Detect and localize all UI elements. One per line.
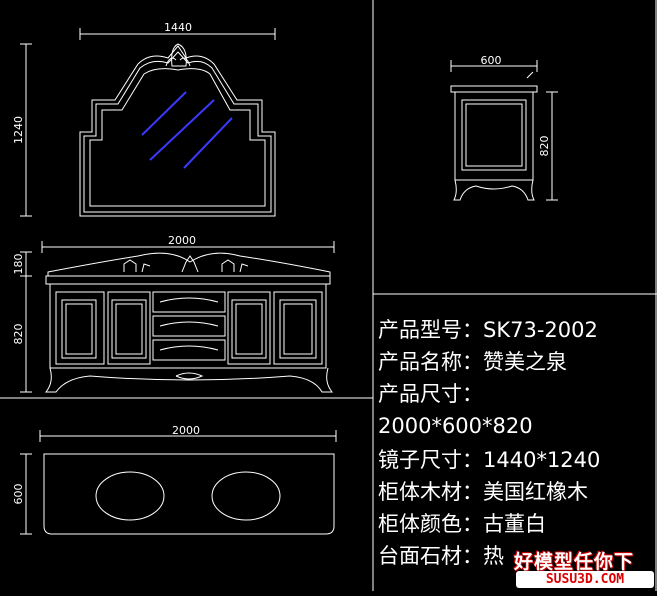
cabinet-width-label: 2000 — [168, 234, 196, 247]
watermark-logo: 好模型任你下 SUSU3D.COM — [508, 547, 657, 591]
cabinet-dim-lines — [20, 241, 335, 393]
mirror-elevation — [79, 43, 276, 217]
mirror-height-label: 1240 — [12, 116, 25, 144]
backsplash-height-label: 180 — [12, 254, 25, 275]
cabinet-height-label: 820 — [12, 324, 25, 345]
spec-size-value: 2000*600*820 — [378, 414, 533, 438]
spec-name: 产品名称：赞美之泉 — [378, 350, 567, 374]
mirror-dim-lines — [20, 28, 276, 217]
spec-cabinet-wood: 柜体木材：美国红橡木 — [378, 480, 588, 504]
watermark-line1: 好模型任你下 — [514, 551, 635, 573]
spec-countertop-stone: 台面石材：热 — [378, 544, 504, 568]
spec-model: 产品型号：SK73-2002 — [378, 318, 598, 342]
side-height-label: 820 — [538, 136, 551, 157]
cabinet-elevation — [44, 252, 334, 393]
side-depth-label: 600 — [481, 54, 502, 67]
top-width-label: 2000 — [172, 424, 200, 437]
countertop-plan — [20, 430, 337, 535]
mirror-width-label: 1440 — [164, 21, 192, 34]
mirror-glass-reflection — [141, 91, 233, 169]
top-depth-label: 600 — [12, 484, 25, 505]
side-view — [450, 60, 558, 201]
spec-size-label: 产品尺寸： — [378, 382, 483, 406]
watermark-line2: SUSU3D.COM — [516, 571, 654, 588]
spec-cabinet-color: 柜体颜色：古董白 — [378, 512, 546, 536]
spec-mirror-size: 镜子尺寸：1440*1240 — [378, 448, 601, 472]
